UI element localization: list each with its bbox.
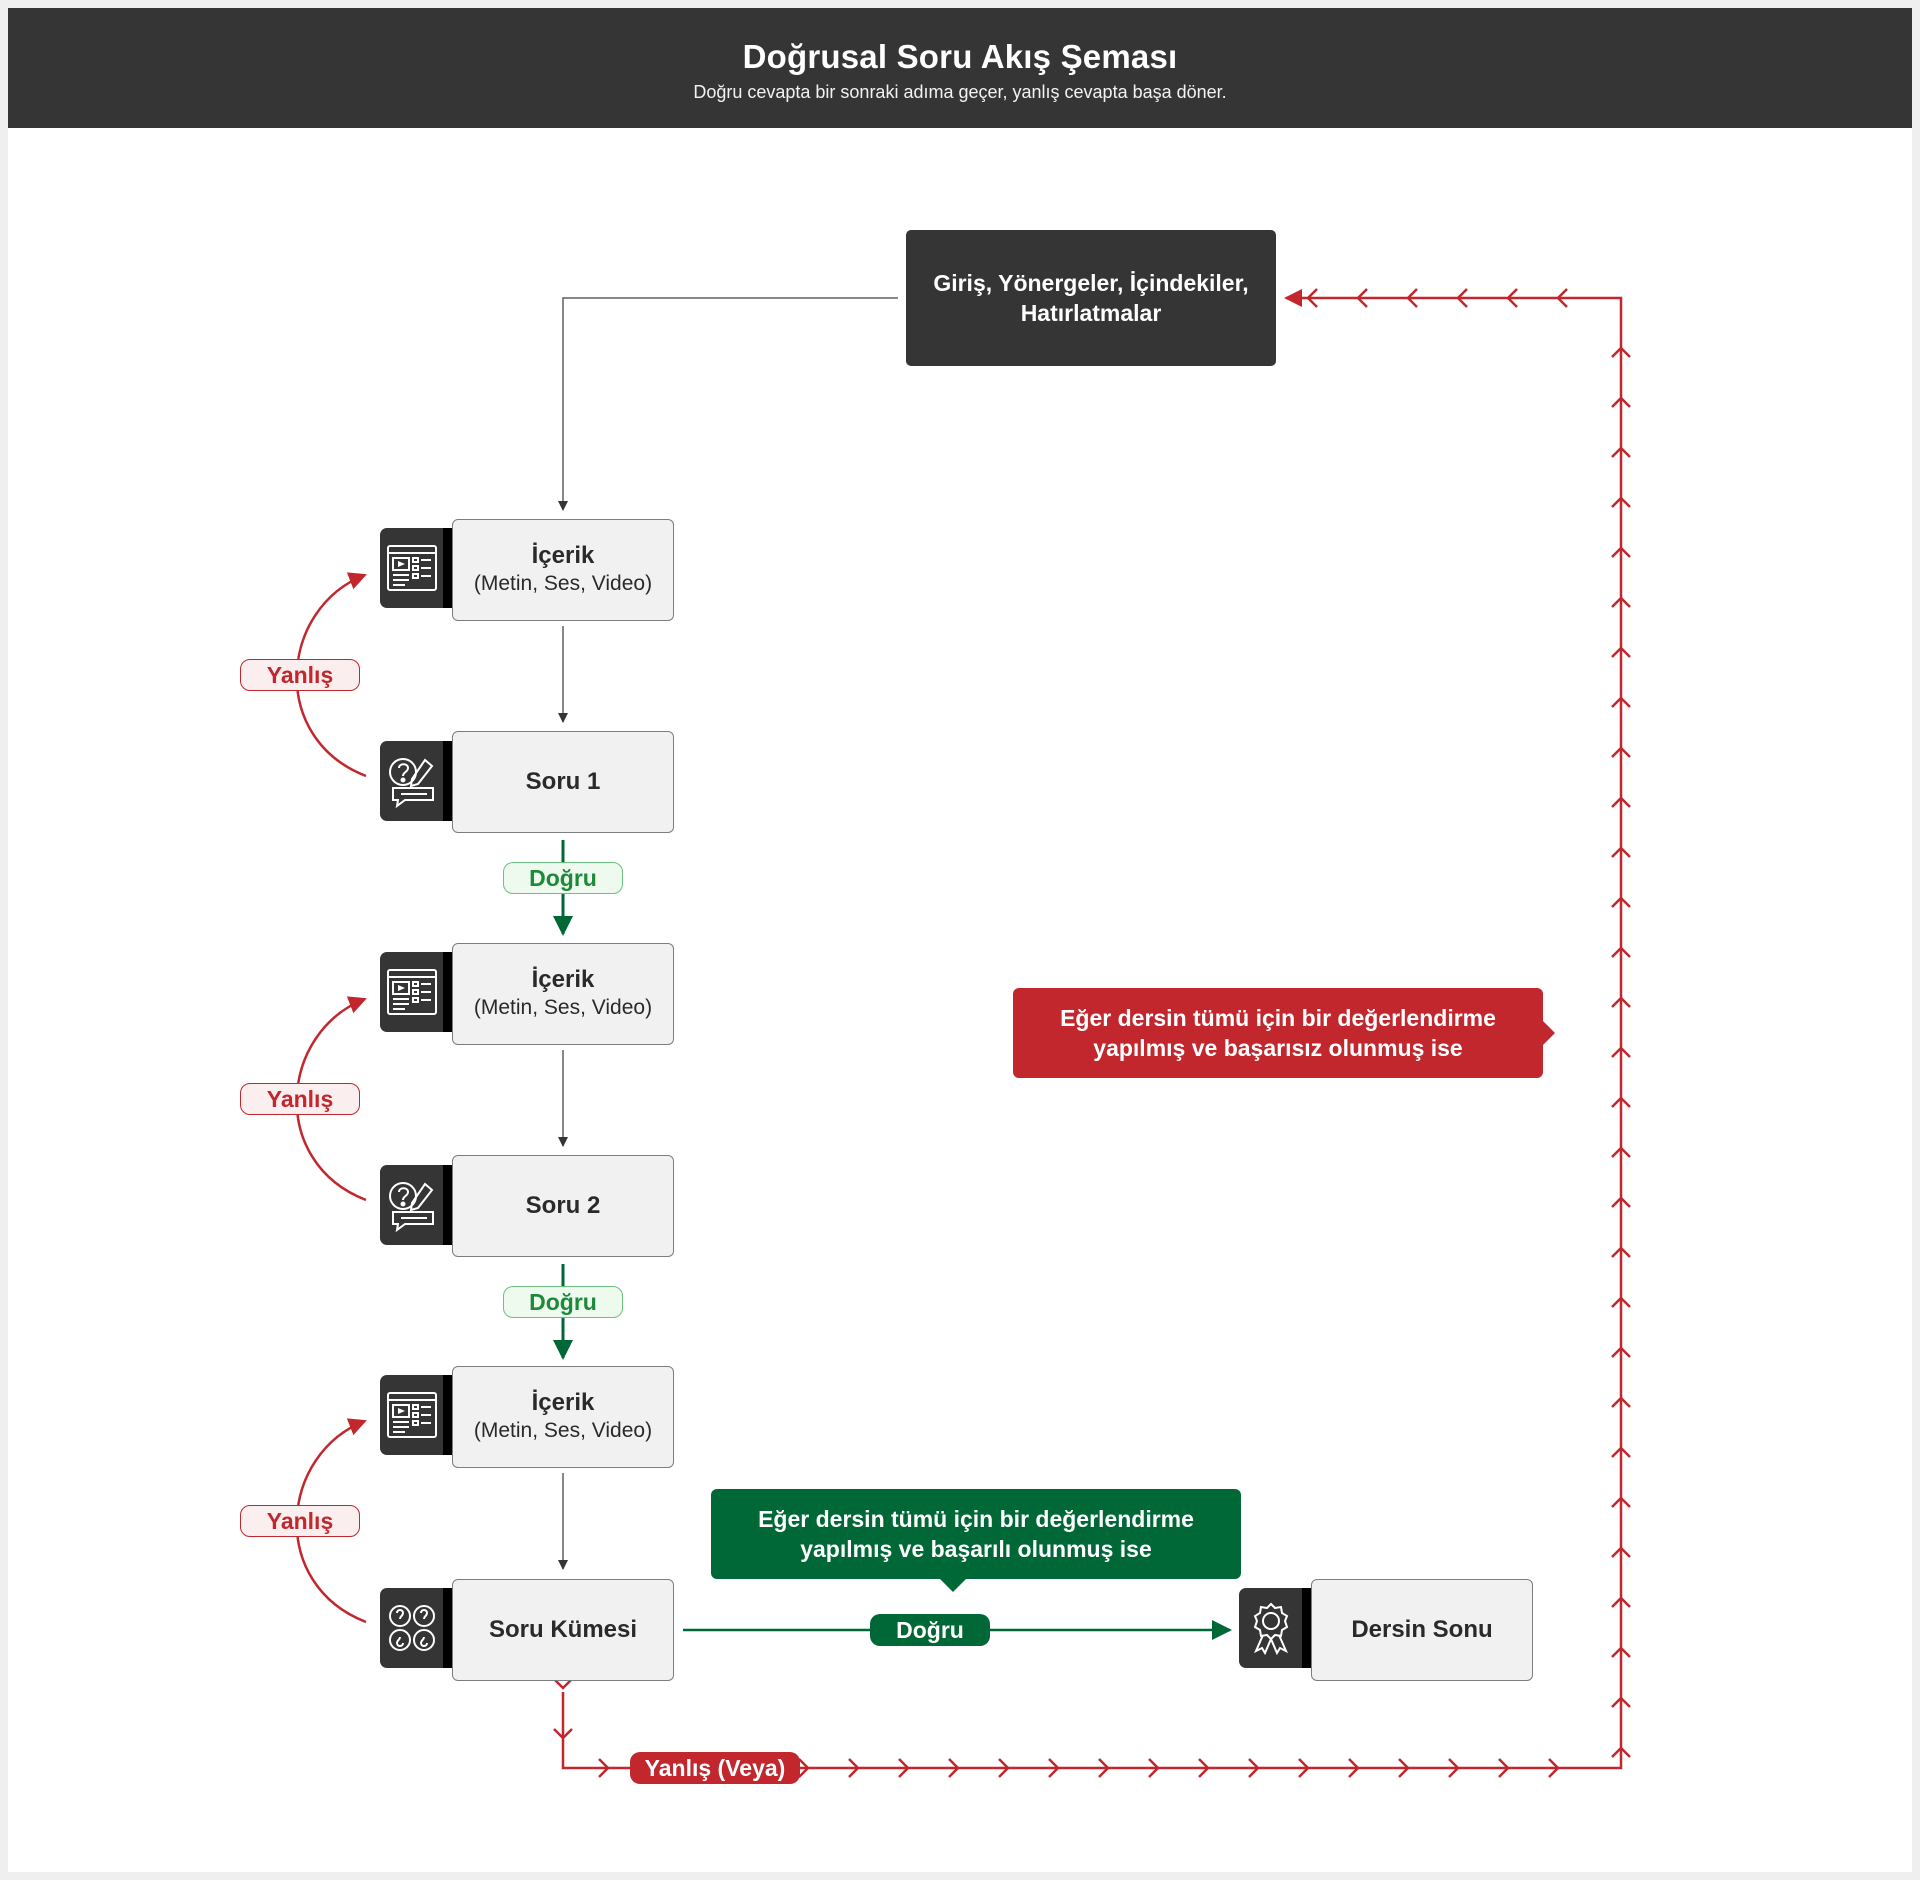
end-node: Dersin Sonu <box>1311 1579 1533 1681</box>
chevron-up-icon <box>1611 496 1631 508</box>
chevron-up-icon <box>1611 746 1631 758</box>
right-label-end: Doğru <box>870 1614 990 1646</box>
question-edit-icon <box>380 741 452 821</box>
chevron-down-icon <box>553 1678 573 1690</box>
question-node-2: Soru 2 <box>452 1155 674 1257</box>
chevron-right-icon <box>898 1758 910 1778</box>
chevron-up-icon <box>1611 696 1631 708</box>
chevron-left-icon <box>1556 288 1568 308</box>
chevron-down-icon <box>553 1728 573 1740</box>
chevron-right-icon <box>1348 1758 1360 1778</box>
chevron-left-icon <box>1356 288 1368 308</box>
chevron-right-icon <box>998 1758 1010 1778</box>
page-title: Doğrusal Soru Akış Şeması <box>742 38 1178 75</box>
fail-callout: Eğer dersin tümü için bir değerlendirme … <box>1013 988 1555 1078</box>
content-node-1: İçerik (Metin, Ses, Video) <box>452 519 674 621</box>
chevron-up-icon <box>1611 1196 1631 1208</box>
question-set-node: Soru Kümesi <box>452 1579 674 1681</box>
end-node-title: Dersin Sonu <box>1351 1616 1493 1643</box>
chevron-up-icon <box>1611 396 1631 408</box>
content-node-2: İçerik (Metin, Ses, Video) <box>452 943 674 1045</box>
chevron-up-icon <box>1611 1146 1631 1158</box>
chevron-up-icon <box>1611 1096 1631 1108</box>
flow-connectors <box>295 288 1631 1778</box>
chevron-left-icon <box>1506 288 1518 308</box>
chevron-up-icon <box>1611 1446 1631 1458</box>
chevron-right-icon <box>1198 1758 1210 1778</box>
chevron-left-icon <box>1456 288 1468 308</box>
chevron-right-icon <box>1448 1758 1460 1778</box>
chevron-left-icon <box>1406 288 1418 308</box>
chevron-up-icon <box>1611 1696 1631 1708</box>
chevron-up-icon <box>1611 1596 1631 1608</box>
question-node-1-title: Soru 1 <box>525 768 601 795</box>
chevron-up-icon <box>1611 596 1631 608</box>
chevron-up-icon <box>1611 346 1631 358</box>
diagram-canvas: Doğrusal Soru Akış Şeması Doğru cevapta … <box>8 8 1912 1872</box>
media-content-icon <box>380 528 452 608</box>
chevron-right-icon <box>598 1758 610 1778</box>
content-node-1-title: İçerik <box>531 542 595 569</box>
chevron-up-icon <box>1611 1396 1631 1408</box>
pass-callout: Eğer dersin tümü için bir değerlendirme … <box>711 1489 1241 1592</box>
page-subtitle: Doğru cevapta bir sonraki adıma geçer, y… <box>693 82 1227 102</box>
question-node-2-title: Soru 2 <box>525 1192 601 1219</box>
chevron-up-icon <box>1611 546 1631 558</box>
chevron-up-icon <box>1611 946 1631 958</box>
chevron-up-icon <box>1611 1746 1631 1758</box>
question-set-icon <box>380 1588 452 1668</box>
question-edit-icon <box>380 1165 452 1245</box>
chevron-up-icon <box>1611 796 1631 808</box>
chevron-right-icon <box>848 1758 860 1778</box>
chevron-up-icon <box>1611 446 1631 458</box>
right-label-1: Doğru <box>503 862 623 894</box>
wrong-label-3: Yanlış <box>240 1505 360 1537</box>
media-content-icon <box>380 1375 452 1455</box>
chevron-up-icon <box>1611 1046 1631 1058</box>
chevron-right-icon <box>1298 1758 1310 1778</box>
award-icon <box>1239 1588 1311 1668</box>
content-node-3-title: İçerik <box>531 1389 595 1416</box>
chevron-right-icon <box>1098 1758 1110 1778</box>
chevron-right-icon <box>948 1758 960 1778</box>
start-box: Giriş, Yönergeler, İçindekiler, Hatırlat… <box>906 230 1276 366</box>
header-bar: Doğrusal Soru Akış Şeması Doğru cevapta … <box>8 8 1912 128</box>
content-node-2-subtitle: (Metin, Ses, Video) <box>473 996 653 1019</box>
chevron-up-icon <box>1611 646 1631 658</box>
content-node-1-subtitle: (Metin, Ses, Video) <box>473 572 653 595</box>
content-node-3: İçerik (Metin, Ses, Video) <box>452 1366 674 1468</box>
content-node-3-subtitle: (Metin, Ses, Video) <box>473 1419 653 1442</box>
chevron-up-icon <box>1611 1296 1631 1308</box>
chevron-right-icon <box>1248 1758 1260 1778</box>
chevron-up-icon <box>1611 1346 1631 1358</box>
chevron-up-icon <box>1611 1246 1631 1258</box>
chevron-up-icon <box>1611 1546 1631 1558</box>
question-set-node-title: Soru Kümesi <box>488 1616 638 1643</box>
wrong-or-label: Yanlış (Veya) <box>630 1752 800 1784</box>
chevron-right-icon <box>1498 1758 1510 1778</box>
wrong-label-2: Yanlış <box>240 1083 360 1115</box>
chevron-up-icon <box>1611 1496 1631 1508</box>
media-content-icon <box>380 952 452 1032</box>
chevron-right-icon <box>798 1758 810 1778</box>
chevron-right-icon <box>1048 1758 1060 1778</box>
return-path-chevrons <box>553 288 1631 1778</box>
chevron-up-icon <box>1611 846 1631 858</box>
chevron-right-icon <box>1148 1758 1160 1778</box>
chevron-up-icon <box>1611 996 1631 1008</box>
right-label-2: Doğru <box>503 1286 623 1318</box>
chevron-right-icon <box>1548 1758 1560 1778</box>
content-node-2-title: İçerik <box>531 966 595 993</box>
chevron-left-icon <box>1306 288 1318 308</box>
question-node-1: Soru 1 <box>452 731 674 833</box>
wrong-label-1: Yanlış <box>240 659 360 691</box>
connector-start-content1 <box>558 297 898 511</box>
chevron-right-icon <box>1398 1758 1410 1778</box>
chevron-up-icon <box>1611 1646 1631 1658</box>
chevron-up-icon <box>1611 896 1631 908</box>
